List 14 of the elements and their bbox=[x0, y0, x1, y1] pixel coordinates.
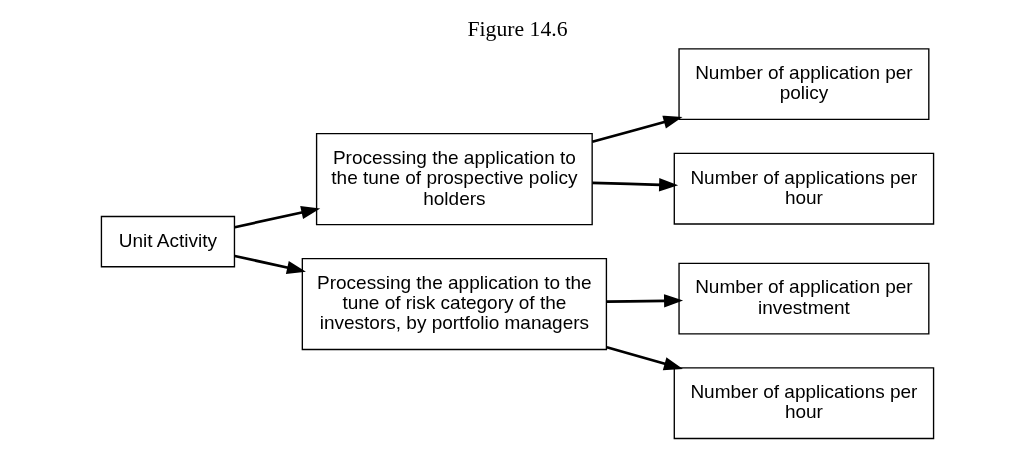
node-box: Number of applications per hour bbox=[673, 152, 934, 225]
arrow bbox=[233, 205, 320, 229]
node-box: Number of application per investment bbox=[677, 262, 929, 335]
arrow bbox=[605, 345, 683, 371]
node-box: Processing the application to the tune of risk category of the investors, by portfolio managers bbox=[301, 257, 607, 351]
arrow bbox=[591, 178, 678, 192]
node-box: Number of applications per hour bbox=[673, 367, 934, 440]
node-box: Unit Activity bbox=[100, 215, 235, 268]
node-box: Number of application per policy bbox=[677, 48, 929, 121]
arrow bbox=[591, 115, 682, 144]
arrow bbox=[233, 254, 306, 275]
diagram-title: Figure 14.6 bbox=[466, 17, 568, 42]
node-box: Processing the application to the tune of prospective policy holders bbox=[315, 133, 593, 226]
arrow bbox=[606, 294, 683, 308]
